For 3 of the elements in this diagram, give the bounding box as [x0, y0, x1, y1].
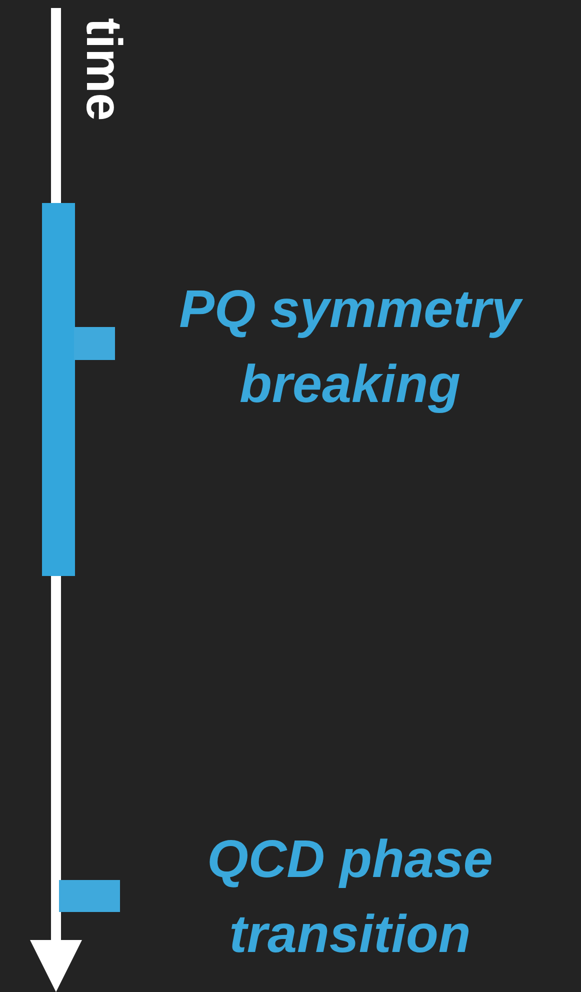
axis-label: time — [78, 18, 130, 121]
event-label: QCD phase transition — [206, 829, 494, 966]
event-label: PQ symmetry breaking — [178, 279, 524, 416]
